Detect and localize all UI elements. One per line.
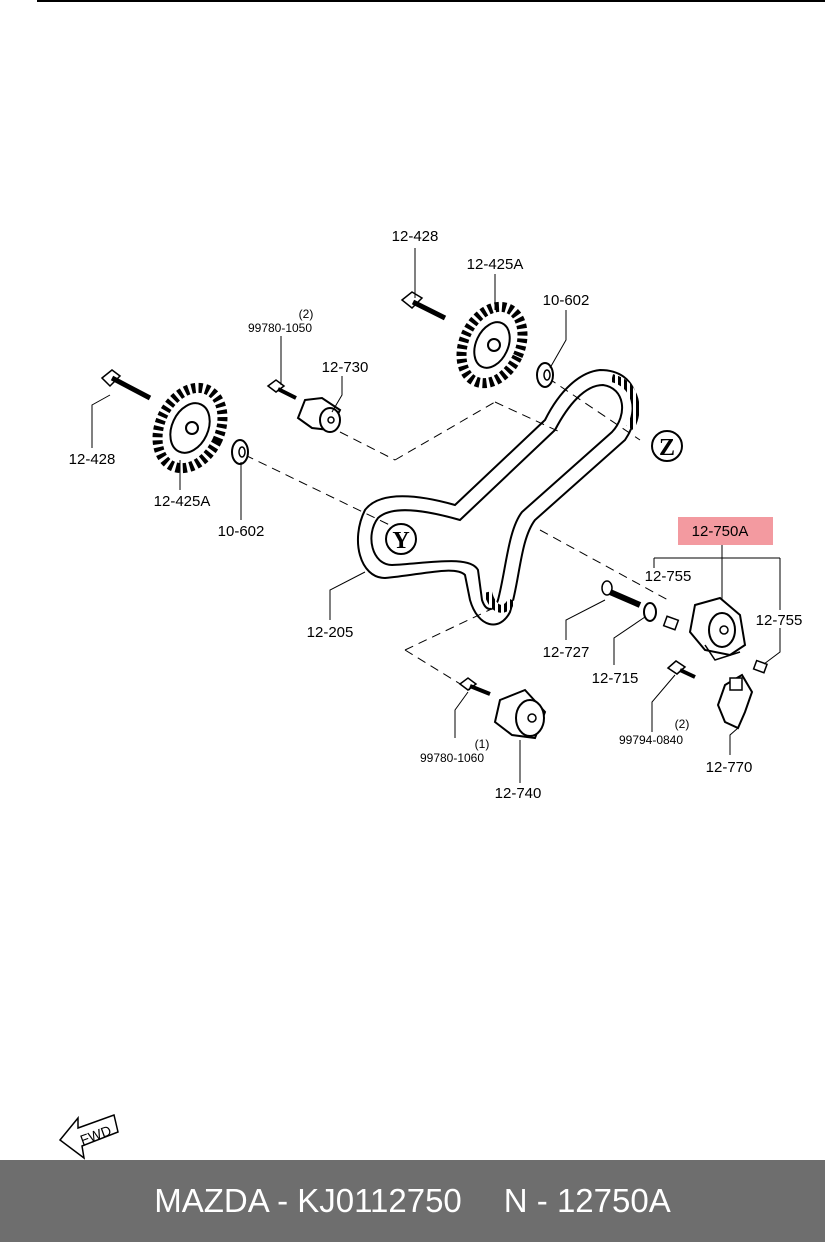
label-bolt-small-qty: (2) [299,307,314,321]
label-washer-top[interactable]: 10-602 [543,292,590,309]
timing-belt-diagram: Y Z 12-428 12-425A 10-602 (2) 99780-1050… [58,228,803,1160]
label-pulley-left[interactable]: 12-425A [154,493,211,510]
label-bolt-bracket[interactable]: 99794-0840 [619,733,683,747]
bolt-left [100,369,152,401]
label-stud[interactable]: 12-727 [543,644,590,661]
washer-top [536,362,554,388]
footer-part-number: MAZDA - KJ0112750 [154,1182,462,1219]
washer-stud [643,602,657,622]
spring-left [662,615,680,631]
footer-ref-number: N - 12750A [503,1182,671,1219]
label-highlighted-part[interactable]: 12-750A [692,523,749,540]
ref-label-y: Y [392,528,409,554]
stud [601,580,642,608]
fwd-arrow-icon: FWD [58,1114,119,1160]
tensioner-pulley [688,596,747,661]
label-pulley-top[interactable]: 12-425A [467,256,524,273]
spring-right [752,659,768,674]
ref-label-z: Z [659,435,675,461]
bolt-top [400,291,447,321]
label-bolt-bracket-qty: (2) [675,717,690,731]
idler-pulley-lower [493,688,547,740]
cam-pulley-top [456,301,528,389]
label-bolt-top[interactable]: 12-428 [392,228,439,245]
label-idler-lower[interactable]: 12-740 [495,785,542,802]
label-bolt-left[interactable]: 12-428 [69,451,116,468]
washer-left [231,439,249,465]
label-washer-stud[interactable]: 12-715 [592,670,639,687]
tensioner-bracket [716,673,754,730]
ref-circle-y: Y [385,523,417,555]
label-spring-right[interactable]: 12-755 [756,612,803,629]
dashed-assembly-lines [244,377,669,691]
bolt-idler-upper [266,379,297,400]
label-washer-left[interactable]: 10-602 [218,523,265,540]
label-spring-left[interactable]: 12-755 [645,568,692,585]
leader-lines [91,248,781,783]
bolt-idler-lower [458,677,491,696]
label-bracket[interactable]: 12-770 [706,759,753,776]
label-belt[interactable]: 12-205 [307,624,354,641]
part-labels: 12-428 12-425A 10-602 (2) 99780-1050 12-… [69,228,803,802]
highlight-box [678,517,773,545]
ref-circle-z: Z [651,430,683,462]
idler-pulley-upper [296,396,342,433]
label-bolt-lower[interactable]: 99780-1060 [420,751,484,765]
cam-pulley-left [152,382,228,474]
label-idler-upper[interactable]: 12-730 [322,359,369,376]
top-border-line [37,0,825,2]
label-bolt-lower-qty: (1) [475,737,490,751]
timing-belt [356,368,640,626]
bolt-bracket [666,660,696,679]
label-bolt-small[interactable]: 99780-1050 [248,321,312,335]
footer-bar: MAZDA - KJ0112750 N - 12750A [0,1160,825,1242]
